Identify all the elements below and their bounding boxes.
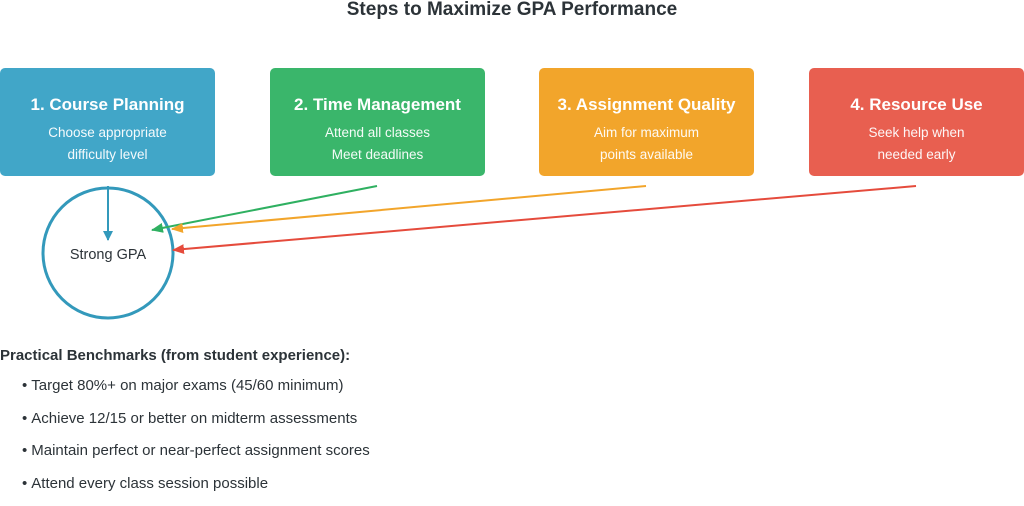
benchmarks-list: Target 80%+ on major exams (45/60 minimu… [22, 376, 370, 506]
benchmark-item: Target 80%+ on major exams (45/60 minimu… [22, 376, 370, 409]
benchmark-item: Attend every class session possible [22, 474, 370, 506]
benchmark-item: Maintain perfect or near-perfect assignm… [22, 441, 370, 474]
benchmarks-heading: Practical Benchmarks (from student exper… [0, 347, 350, 364]
goal-label: Strong GPA [43, 247, 173, 263]
arrow-time-management [152, 186, 377, 230]
arrow-assignment-quality [172, 186, 646, 229]
benchmark-item: Achieve 12/15 or better on midterm asses… [22, 409, 370, 442]
